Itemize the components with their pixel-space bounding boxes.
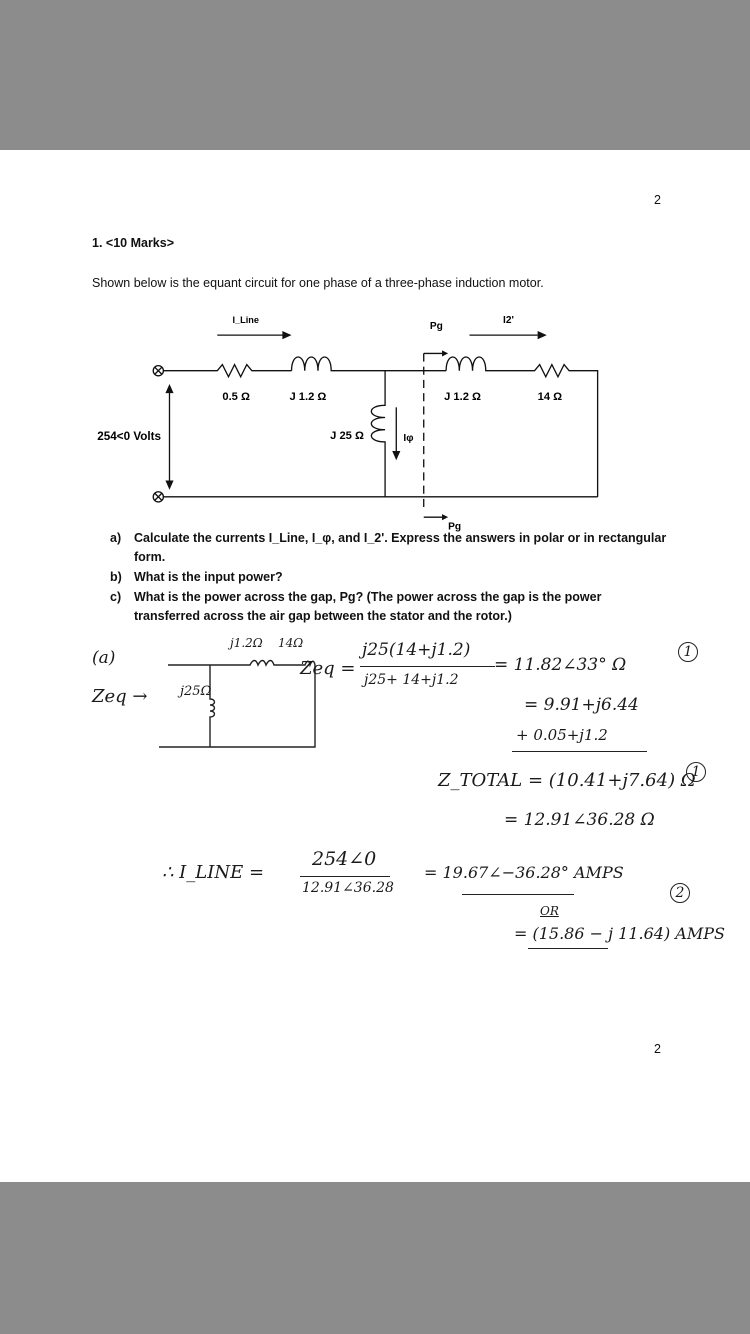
sketch-x-label: j1.2Ω bbox=[230, 636, 263, 650]
page-number-top: 2 bbox=[654, 193, 661, 207]
z-total: Z_TOTAL = (10.41+j7.64) Ω bbox=[438, 770, 696, 791]
question-heading: 1. <10 Marks> bbox=[92, 236, 175, 250]
part-c-label: c) bbox=[110, 590, 122, 604]
part-a-marker: (a) bbox=[92, 648, 116, 668]
mark-1: 1 bbox=[678, 642, 698, 662]
pg-top-label: Pg bbox=[430, 321, 443, 332]
i-line-eq: ∴ I_LINE = bbox=[162, 862, 265, 883]
circuit-diagram: I_Line Pg I2' 0.5 Ω J 1.2 Ω J 1.2 Ω 14 Ω… bbox=[97, 315, 599, 532]
part-a-text: Calculate the currents I_Line, I_φ, and … bbox=[134, 531, 667, 545]
part-a-cont: form. bbox=[134, 550, 166, 564]
sketch-r-label: 14Ω bbox=[278, 636, 304, 650]
part-c-cont: transferred across the air gap between t… bbox=[134, 609, 512, 623]
fraction-line bbox=[360, 666, 495, 667]
i-line-fraction bbox=[300, 876, 390, 877]
i-phi-label: Iφ bbox=[403, 433, 413, 444]
i2-label: I2' bbox=[503, 315, 514, 326]
z1-add: + 0.05+j1.2 bbox=[516, 726, 608, 744]
i-line-polar: = 19.67∠−36.28° AMPS bbox=[424, 863, 624, 882]
i-line-rect: = (15.86 − j 11.64) AMPS bbox=[514, 924, 725, 943]
zeq-numerator: j25(14+j1.2) bbox=[362, 640, 471, 660]
xm-label: J 25 Ω bbox=[330, 430, 364, 442]
part-b-label: b) bbox=[110, 570, 122, 584]
zeq-polar: = 11.82∠33° Ω bbox=[494, 655, 627, 675]
document-page: 2 1. <10 Marks> Shown below is the equan… bbox=[0, 150, 750, 1182]
result-underline bbox=[462, 894, 574, 895]
part-c-text: What is the power across the gap, Pg? (T… bbox=[134, 590, 602, 604]
part-b-text: What is the input power? bbox=[134, 570, 283, 584]
zeq-denominator: j25+ 14+j1.2 bbox=[364, 672, 459, 688]
page-number-bottom: 2 bbox=[654, 1042, 661, 1056]
mark-2: 1 bbox=[686, 762, 706, 782]
r1-label: 0.5 Ω bbox=[222, 391, 250, 403]
r2-label: 14 Ω bbox=[538, 391, 563, 403]
part-a-label: a) bbox=[110, 531, 122, 545]
zeq-rect: = 9.91+j6.44 bbox=[524, 695, 639, 715]
i-line-denominator: 12.91∠36.28 bbox=[302, 880, 394, 896]
x2-label: J 1.2 Ω bbox=[444, 391, 481, 403]
zeq-eq: Zeq = bbox=[300, 658, 356, 679]
z-total-polar: = 12.91∠36.28 Ω bbox=[504, 810, 655, 830]
sum-line bbox=[512, 751, 647, 752]
x1-label: J 1.2 Ω bbox=[289, 391, 326, 403]
source-label: 254<0 Volts bbox=[97, 430, 161, 443]
i-line-numerator: 254∠0 bbox=[312, 848, 377, 870]
sketch-circuit bbox=[159, 659, 316, 748]
zeq-arrow-label: Zeq → bbox=[92, 686, 148, 707]
question-intro: Shown below is the equant circuit for on… bbox=[92, 276, 544, 290]
sketch-xm-label: j25Ω bbox=[180, 684, 212, 699]
rect-underline bbox=[528, 948, 608, 949]
mark-3: 2 bbox=[670, 883, 690, 903]
i-line-label: I_Line bbox=[233, 315, 259, 325]
or-label: OR bbox=[540, 904, 559, 918]
pg-bottom-label: Pg bbox=[448, 521, 461, 532]
